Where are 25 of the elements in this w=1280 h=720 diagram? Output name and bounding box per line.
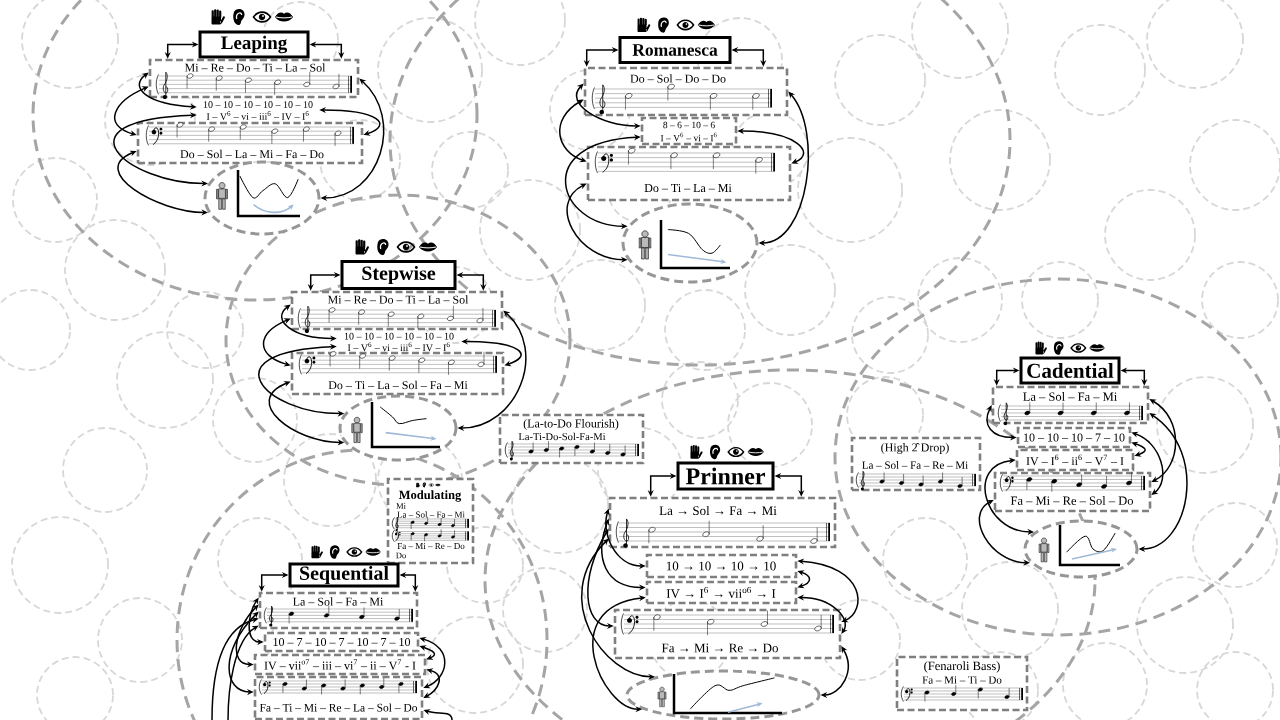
node-label: Do — [396, 552, 406, 559]
chord-box: IV – I$^{6}$ – ii$^{6}$ – V$^{7}$ – I — [1015, 448, 1135, 472]
interval-text: 10 – 10 – 10 – 10 – 10 – 10 — [342, 331, 456, 341]
interval-box: 10 – 10 – 10 – 7 – 10 — [1016, 426, 1132, 449]
node-label: Modulating — [398, 490, 462, 502]
node-label: Fa – Mi – Re – Do — [397, 542, 465, 550]
interval-box: 10 → 10 → 10 → 10 — [645, 553, 798, 579]
interval-box: 10 – 7 – 10 – 7 – 10 – 7 – 10 — [263, 631, 420, 653]
curved-arrow — [227, 625, 259, 720]
title-box: Prinner — [676, 461, 775, 491]
chord-text: I – V$^{6}$ – vi – iii$^{6}$ – IV – I$^{6}$ — [205, 109, 311, 122]
title-box: Romanesca — [618, 36, 732, 64]
curved-arrow — [423, 668, 441, 698]
node-label: Mi — [396, 503, 406, 509]
interval-box: 8 – 6 – 10 – 6 I – V$^{6}$ – vi – I$^{6}$ — [640, 116, 738, 146]
chord-box: IV – vii$^{o7}$ – iii – vi$^{7}$ – ii – V$^{7}$ - I — [253, 653, 427, 676]
interval-text: 10 – 10 – 10 – 10 – 10 – 10 — [201, 99, 315, 110]
chord-box: IV → I$^{6}$ → vii$^{o6}$ → I — [645, 580, 798, 605]
title-box: Cadential — [1019, 356, 1121, 385]
notation-box: Do – Sol – La – Mi – Fa – Do — [136, 121, 364, 165]
title-box: Stepwise — [340, 260, 457, 290]
title-box: Sequential — [288, 562, 400, 588]
node-label: La – Sol – Fa – Mi — [397, 511, 465, 518]
title-box: Leaping — [198, 30, 310, 59]
curved-arrow — [1149, 399, 1177, 482]
